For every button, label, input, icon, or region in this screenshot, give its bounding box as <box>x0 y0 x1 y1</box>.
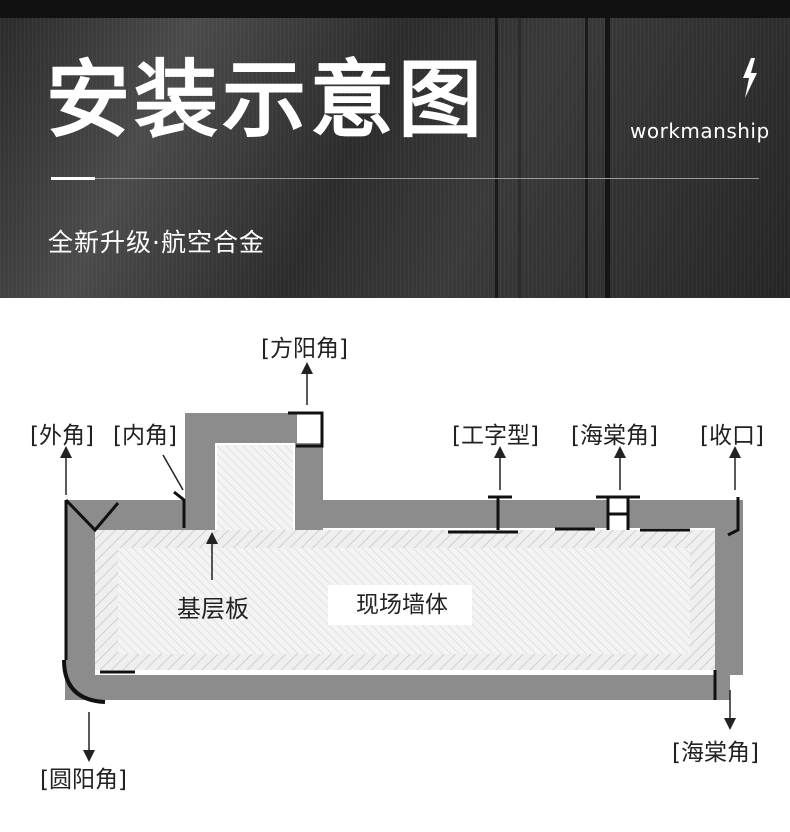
label-wai-jiao: [外角] <box>30 423 94 449</box>
trim-profiles <box>62 411 740 704</box>
header-banner: 安装示意图 workmanship 全新升级·航空合金 <box>0 0 790 298</box>
brand-text: workmanship <box>630 119 770 143</box>
door-groove <box>585 18 588 298</box>
background-texture <box>0 18 790 298</box>
top-bar <box>0 0 790 18</box>
divider <box>51 178 759 179</box>
door-groove <box>495 18 498 298</box>
door-groove <box>605 18 610 298</box>
label-xian-chang-qiang-ti: 现场墙体 <box>356 592 448 618</box>
lightning-icon <box>743 58 757 98</box>
wall-label-box <box>328 585 472 625</box>
installation-diagram: [方阳角] [外角] [内角] [工字型] [海棠角] [收口] 基层板 现场墙… <box>30 336 764 793</box>
label-fang-yang-jiao: [方阳角] <box>261 336 348 362</box>
subtitle: 全新升级·航空合金 <box>48 228 265 257</box>
label-hai-tang-jiao-top: [海棠角] <box>571 423 658 449</box>
divider-accent <box>51 177 95 180</box>
base-board-protrusion <box>217 445 293 530</box>
label-shou-kou: [收口] <box>700 423 764 449</box>
leader-arrows <box>60 362 741 762</box>
label-nei-jiao: [内角] <box>113 423 177 449</box>
page-title: 安装示意图 <box>46 51 487 149</box>
panel-frame <box>65 413 743 700</box>
label-ji-ceng-ban: 基层板 <box>177 595 249 623</box>
label-yuan-yang-jiao: [圆阳角] <box>40 767 127 793</box>
label-gong-zi-xing: [工字型] <box>452 423 539 449</box>
label-hai-tang-jiao-bottom: [海棠角] <box>672 740 759 766</box>
door-groove <box>518 18 521 298</box>
